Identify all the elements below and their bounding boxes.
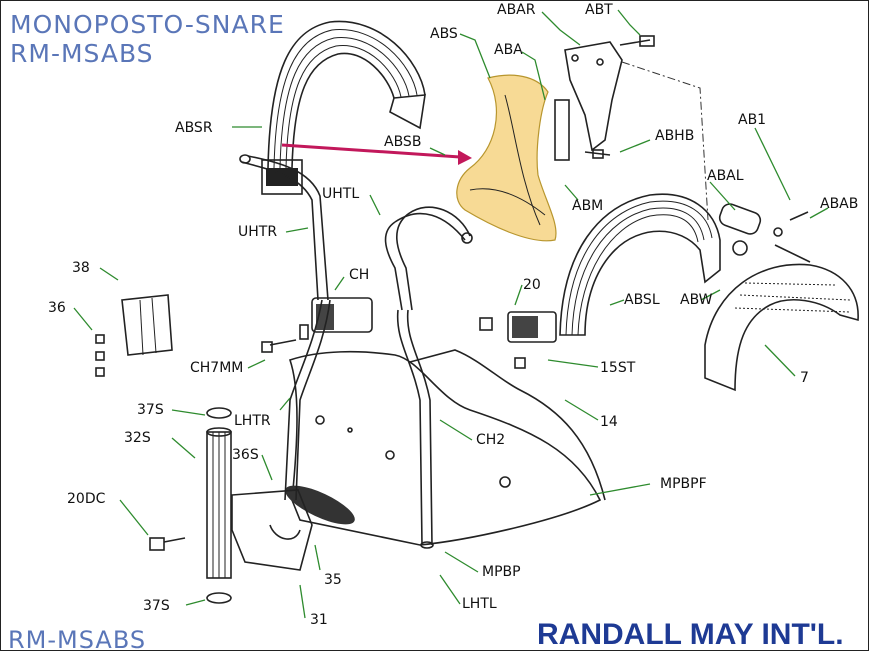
label-abhb: ABHB — [655, 128, 694, 144]
label-uhtr: UHTR — [238, 224, 277, 240]
label-31: 31 — [310, 612, 328, 628]
label-37s-bottom: 37S — [143, 598, 170, 614]
part-20dc-screw — [149, 537, 186, 551]
part-labels: ABAR ABT ABS ABA ABSR ABSB ABHB AB1 ABAL… — [48, 2, 858, 628]
label-abm: ABM — [572, 198, 603, 214]
label-absl: ABSL — [624, 292, 660, 308]
label-ch: CH — [349, 267, 369, 283]
brand-logo-text: RANDALL MAY INT'L. — [537, 618, 844, 651]
label-ab1: AB1 — [738, 112, 766, 128]
label-mpbp: MPBP — [482, 564, 521, 580]
part-absl-pad — [559, 193, 721, 336]
label-ch7mm: CH7MM — [190, 360, 243, 376]
label-32s: 32S — [124, 430, 151, 446]
part-abs-backrest — [456, 74, 557, 242]
part-lower-tubes — [284, 299, 434, 549]
part-37s-washer-top — [206, 407, 232, 419]
alignment-centerline — [621, 61, 709, 221]
part-upper-tubes — [239, 154, 473, 311]
label-aba: ABA — [494, 42, 523, 58]
label-abw: ABW — [680, 292, 713, 308]
label-absb: ABSB — [384, 134, 421, 150]
part-base-plate — [285, 349, 606, 546]
label-20dc: 20DC — [67, 491, 106, 507]
label-abal: ABAL — [707, 168, 744, 184]
label-abar: ABAR — [497, 2, 536, 18]
label-36: 36 — [48, 300, 66, 316]
part-31-clamp — [231, 489, 313, 571]
diagram-title: MONOPOSTO-SNARE — [10, 10, 285, 39]
part-32s-post — [206, 427, 232, 579]
label-abt: ABT — [585, 2, 613, 18]
label-36s: 36S — [232, 447, 259, 463]
diagram-subtitle: RM-MSABS — [10, 39, 154, 68]
label-abab: ABAB — [820, 196, 858, 212]
part-hardware-abal — [718, 203, 811, 263]
highlight-arrow — [281, 143, 472, 165]
part-backrest-bracket — [554, 35, 655, 161]
part-seat-cover-7 — [704, 263, 859, 392]
label-abs: ABS — [430, 26, 458, 42]
label-35: 35 — [324, 572, 342, 588]
part-37s-washer-bottom — [206, 592, 232, 604]
label-38: 38 — [72, 260, 90, 276]
label-37s-top: 37S — [137, 402, 164, 418]
footer-code: RM-MSABS — [8, 626, 147, 654]
label-lhtl: LHTL — [462, 596, 497, 612]
label-uhtl: UHTL — [322, 186, 359, 202]
label-14: 14 — [600, 414, 618, 430]
leader-lines — [73, 9, 829, 619]
part-20-clamp — [479, 311, 557, 369]
label-lhtr: LHTR — [234, 413, 271, 429]
label-absr: ABSR — [175, 120, 213, 136]
label-mpbpf: MPBPF — [660, 476, 707, 492]
label-15st: 15ST — [600, 360, 636, 376]
label-7: 7 — [800, 370, 809, 386]
part-absr-arc — [261, 20, 426, 195]
part-36-screws — [95, 334, 105, 377]
part-38-bracket — [121, 294, 173, 356]
label-20: 20 — [523, 277, 541, 293]
label-ch2: CH2 — [476, 432, 505, 448]
